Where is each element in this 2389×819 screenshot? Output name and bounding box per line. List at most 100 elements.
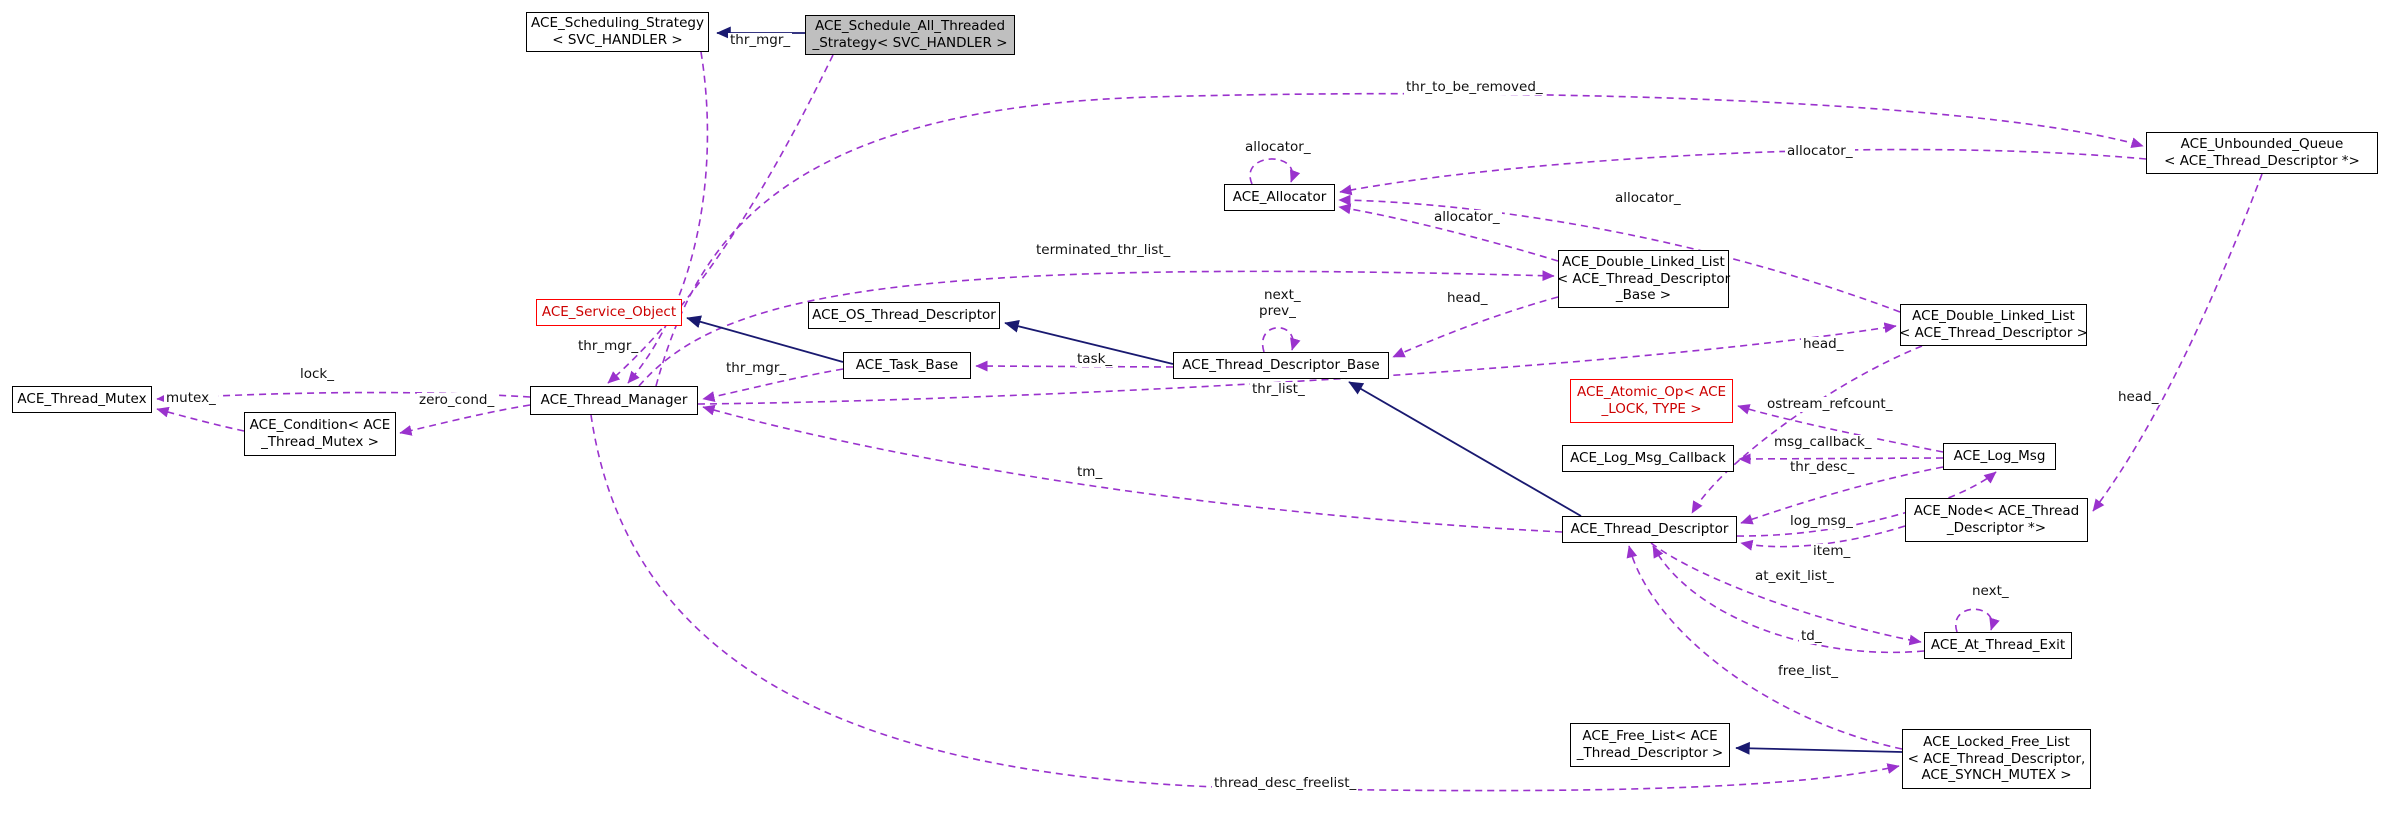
edge-label-at-exit-list: at_exit_list_ xyxy=(1753,568,1836,584)
edge-thread-descriptor-to-log-msg xyxy=(1736,471,1997,537)
class-node-label: < ACE_Thread_Descriptor *> xyxy=(2164,153,2360,169)
edge-label-allocator: allocator_ xyxy=(1432,209,1502,225)
edge-label-allocator: allocator_ xyxy=(1785,143,1855,159)
edge-locked-free-list-to-thread-descriptor xyxy=(1626,545,1903,750)
edge-scheduling-strategy-to-thread-manager xyxy=(627,51,709,384)
class-node-label: ACE_Log_Msg_Callback xyxy=(1570,450,1726,467)
edge-label-thr-mgr: thr_mgr_ xyxy=(728,32,793,48)
edge-label-ostream-refcount: ostream_refcount_ xyxy=(1765,396,1895,412)
edge-task-base-to-service-object xyxy=(686,315,844,363)
class-node-log-msg[interactable]: ACE_Log_Msg xyxy=(1943,443,2056,470)
class-node-label: ACE_Log_Msg xyxy=(1953,448,2046,465)
class-node-label: _Thread_Descriptor > xyxy=(1576,745,1724,761)
class-node-label: ACE_Atomic_Op< ACE xyxy=(1576,384,1727,401)
edge-unbounded-queue-to-allocator xyxy=(1339,148,2147,196)
class-node-label: ACE_Double_Linked_List xyxy=(1912,308,2075,325)
edge-thread-descriptor-base-to-task-base xyxy=(975,360,1174,372)
class-node-double-linked-list[interactable]: ACE_Double_Linked_List< ACE_Thread_Descr… xyxy=(1899,304,2088,346)
class-node-thread-mutex[interactable]: ACE_Thread_Mutex xyxy=(12,386,152,413)
edge-unbounded-queue-to-node-thread-descriptor xyxy=(2092,173,2263,512)
class-node-log-msg-callback[interactable]: ACE_Log_Msg_Callback xyxy=(1562,445,1734,472)
class-node-label: ACE_OS_Thread_Descriptor xyxy=(812,307,996,324)
edge-label-thr-mgr: thr_mgr_ xyxy=(724,360,789,376)
class-node-label: ACE_At_Thread_Exit xyxy=(1930,637,2066,654)
edge-label-thr-mgr: thr_mgr_ xyxy=(576,338,641,354)
edge-label-next: next_ xyxy=(1262,287,1303,303)
class-node-label: ACE_Scheduling_Strategy xyxy=(531,15,704,32)
class-node-label: ACE_Schedule_All_Threaded xyxy=(814,18,1006,35)
edge-log-msg-to-atomic-op xyxy=(1737,404,1944,453)
class-node-thread-descriptor-base[interactable]: ACE_Thread_Descriptor_Base xyxy=(1173,352,1389,379)
edge-thread-descriptor-base-to-thread-descriptor-base xyxy=(1261,327,1301,353)
class-node-unbounded-queue[interactable]: ACE_Unbounded_Queue< ACE_Thread_Descript… xyxy=(2146,132,2378,174)
edge-label-free-list: free_list_ xyxy=(1776,663,1840,679)
class-node-os-thread-descriptor[interactable]: ACE_OS_Thread_Descriptor xyxy=(808,302,1000,329)
edge-thread-descriptor-base-to-os-thread-descriptor xyxy=(1004,319,1174,365)
edge-label-thr-to-be-removed: thr_to_be_removed_ xyxy=(1404,79,1545,95)
edge-label-lock: lock_ xyxy=(298,366,337,382)
edge-log-msg-to-log-msg-callback xyxy=(1738,453,1944,465)
class-node-condition[interactable]: ACE_Condition< ACE_Thread_Mutex > xyxy=(244,412,396,456)
edge-label-msg-callback: msg_callback_ xyxy=(1772,434,1874,450)
class-node-label: ACE_Condition< ACE xyxy=(249,417,391,434)
class-node-schedule-all-threaded-strategy[interactable]: ACE_Schedule_All_Threaded_Strategy< SVC_… xyxy=(805,15,1015,55)
edge-label-td: td_ xyxy=(1799,628,1824,644)
class-node-thread-descriptor[interactable]: ACE_Thread_Descriptor xyxy=(1562,516,1737,543)
edge-double-linked-list-base-to-allocator xyxy=(1338,203,1559,262)
edge-thread-manager-to-double-linked-list-base xyxy=(638,270,1555,387)
edge-double-linked-list-base-to-thread-descriptor-base xyxy=(1392,296,1559,358)
class-node-node-thread-descriptor[interactable]: ACE_Node< ACE_Thread_Descriptor *> xyxy=(1905,498,2088,542)
class-node-at-thread-exit[interactable]: ACE_At_Thread_Exit xyxy=(1924,632,2072,659)
edge-double-linked-list-to-thread-descriptor xyxy=(1691,345,1923,514)
class-node-label: ACE_Free_List< ACE xyxy=(1582,728,1718,745)
class-node-allocator[interactable]: ACE_Allocator xyxy=(1224,184,1335,211)
class-node-label: ACE_Task_Base xyxy=(855,357,959,374)
edge-thread-manager-to-locked-free-list xyxy=(590,414,1900,792)
class-node-thread-manager[interactable]: ACE_Thread_Manager xyxy=(530,386,698,415)
class-node-label: ACE_Double_Linked_List xyxy=(1562,253,1725,270)
class-node-locked-free-list[interactable]: ACE_Locked_Free_List< ACE_Thread_Descrip… xyxy=(1902,729,2091,789)
edge-label-tm: tm_ xyxy=(1075,464,1105,480)
edge-label-head: head_ xyxy=(1445,290,1490,306)
class-node-double-linked-list-base[interactable]: ACE_Double_Linked_List< ACE_Thread_Descr… xyxy=(1557,250,1730,308)
edge-thread-descriptor-to-thread-descriptor-base xyxy=(1348,381,1582,517)
class-node-label: _Base > xyxy=(1615,287,1672,304)
class-node-label: ACE_Thread_Mutex xyxy=(17,391,147,408)
class-node-service-object[interactable]: ACE_Service_Object xyxy=(536,299,682,326)
class-node-label: ACE_Service_Object xyxy=(541,304,677,321)
class-node-label: < SVC_HANDLER > xyxy=(552,32,683,48)
edge-label-thread-desc-freelist: thread_desc_freelist_ xyxy=(1212,775,1359,791)
class-node-label: _Strategy< SVC_HANDLER > xyxy=(812,35,1008,51)
edge-thread-manager-to-double-linked-list xyxy=(697,322,1897,405)
edge-label-prev: prev_ xyxy=(1257,303,1298,319)
edge-label-mutex: mutex_ xyxy=(164,390,218,406)
class-node-label: _LOCK, TYPE > xyxy=(1601,401,1702,417)
class-node-scheduling-strategy[interactable]: ACE_Scheduling_Strategy< SVC_HANDLER > xyxy=(526,12,709,52)
class-node-label: ACE_Unbounded_Queue xyxy=(2180,136,2344,153)
edge-thread-manager-to-unbounded-queue xyxy=(655,92,2144,387)
edge-label-log-msg: log_msg_ xyxy=(1788,513,1855,529)
class-node-task-base[interactable]: ACE_Task_Base xyxy=(843,352,971,379)
class-node-label: ACE_Thread_Manager xyxy=(540,392,688,409)
class-node-label: ACE_Thread_Descriptor xyxy=(1570,521,1729,538)
class-node-free-list[interactable]: ACE_Free_List< ACE_Thread_Descriptor > xyxy=(1570,723,1730,767)
edge-label-item: item_ xyxy=(1811,543,1853,559)
class-node-label: < ACE_Thread_Descriptor, xyxy=(1907,750,2086,767)
edge-at-thread-exit-to-thread-descriptor xyxy=(1652,545,1925,654)
class-node-label: ACE_Locked_Free_List xyxy=(1923,733,2070,750)
edge-label-thr-list: thr_list_ xyxy=(1250,381,1307,397)
edge-label-head: head_ xyxy=(2116,389,2161,405)
edge-thread-descriptor-to-thread-manager xyxy=(702,404,1563,533)
class-node-label: < ACE_Thread_Descriptor > xyxy=(1899,325,2088,341)
edge-task-base-to-thread-manager xyxy=(702,368,844,402)
class-node-label: ACE_SYNCH_MUTEX > xyxy=(1921,767,2072,784)
edge-label-thr-desc: thr_desc_ xyxy=(1788,459,1857,475)
edge-at-thread-exit-to-at-thread-exit xyxy=(1954,608,2000,633)
edge-label-zero-cond: zero_cond_ xyxy=(417,392,497,408)
edge-allocator-to-allocator xyxy=(1249,158,1301,185)
edge-thread-manager-to-condition xyxy=(399,404,531,436)
class-node-atomic-op[interactable]: ACE_Atomic_Op< ACE_LOCK, TYPE > xyxy=(1570,379,1733,423)
class-node-label: _Thread_Mutex > xyxy=(261,434,379,450)
edge-thread-descriptor-to-at-thread-exit xyxy=(1650,542,1922,646)
